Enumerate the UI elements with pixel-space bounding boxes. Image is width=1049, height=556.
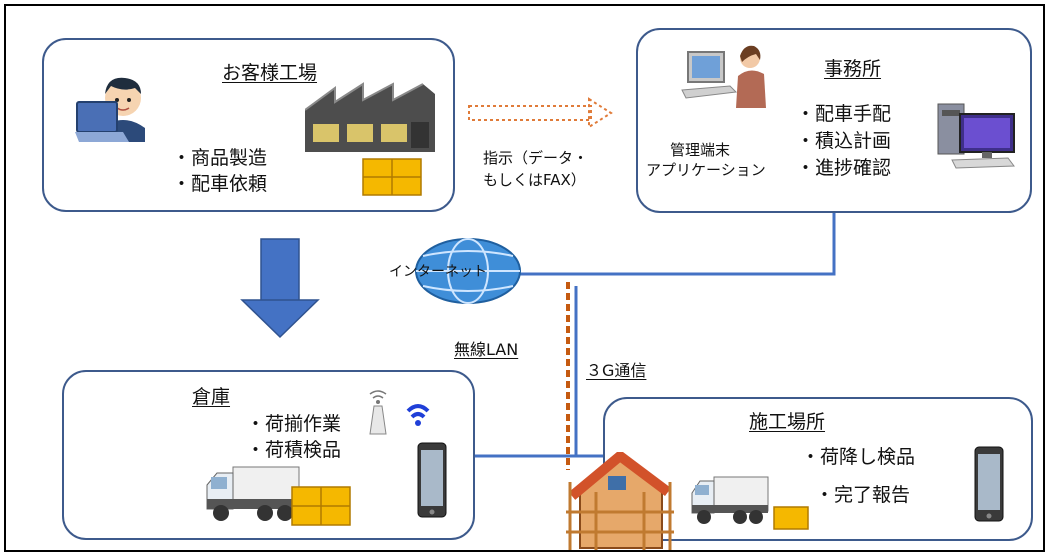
down-arrow	[240, 238, 320, 339]
warehouse-bullet-1: ・荷揃作業	[246, 413, 342, 435]
wireless-lan-label: 無線LAN	[454, 340, 519, 359]
person-laptop-icon	[75, 72, 157, 154]
access-point-icon	[366, 388, 390, 442]
site-bullet-1: ・荷降し検品	[801, 446, 916, 468]
terminal-label-1: 管理端末	[670, 141, 731, 159]
cardboard-box-icon	[773, 506, 809, 534]
smartphone-icon	[974, 446, 1004, 526]
instruction-label-2: もしくはFAX）	[483, 171, 586, 189]
office-bullet-3: ・進捗確認	[796, 157, 892, 179]
warehouse-bullet-2: ・荷積検品	[246, 439, 342, 461]
cardboard-boxes-icon	[362, 158, 422, 200]
site-title: 施工場所	[749, 411, 826, 433]
customer-bullet-2: ・配車依頼	[172, 173, 268, 195]
construction-site-box: 施工場所 ・荷降し検品 ・完了報告	[603, 397, 1033, 541]
office-title: 事務所	[824, 58, 882, 80]
smartphone-icon	[417, 442, 447, 522]
internet-label: インターネット	[389, 264, 487, 280]
truck-icon	[690, 475, 770, 531]
wifi-signal-icon	[404, 401, 432, 433]
office-worker-icon	[680, 42, 774, 116]
globe-icon	[411, 236, 525, 310]
diagram-frame	[4, 4, 1045, 552]
terminal-label-2: アプリケーション	[646, 161, 766, 179]
customer-bullet-1: ・商品製造	[172, 147, 268, 169]
office-internet-line	[520, 209, 836, 276]
desktop-computer-icon	[936, 100, 1018, 176]
warehouse-title: 倉庫	[192, 386, 231, 408]
instruction-label-1: 指示（データ・	[483, 149, 589, 167]
truck-icon	[205, 465, 301, 529]
cardboard-boxes-icon	[291, 486, 351, 530]
customer-title: お客様工場	[222, 62, 318, 84]
instruction-arrow	[468, 97, 613, 129]
office-bullet-2: ・積込計画	[796, 130, 892, 152]
office-bullet-1: ・配車手配	[796, 103, 892, 125]
site-bullet-2: ・完了報告	[815, 484, 911, 506]
house-construction-icon	[566, 449, 674, 556]
3g-label: ３G通信	[586, 361, 647, 380]
factory-icon	[304, 80, 443, 156]
wireless-lan-line	[474, 286, 578, 458]
